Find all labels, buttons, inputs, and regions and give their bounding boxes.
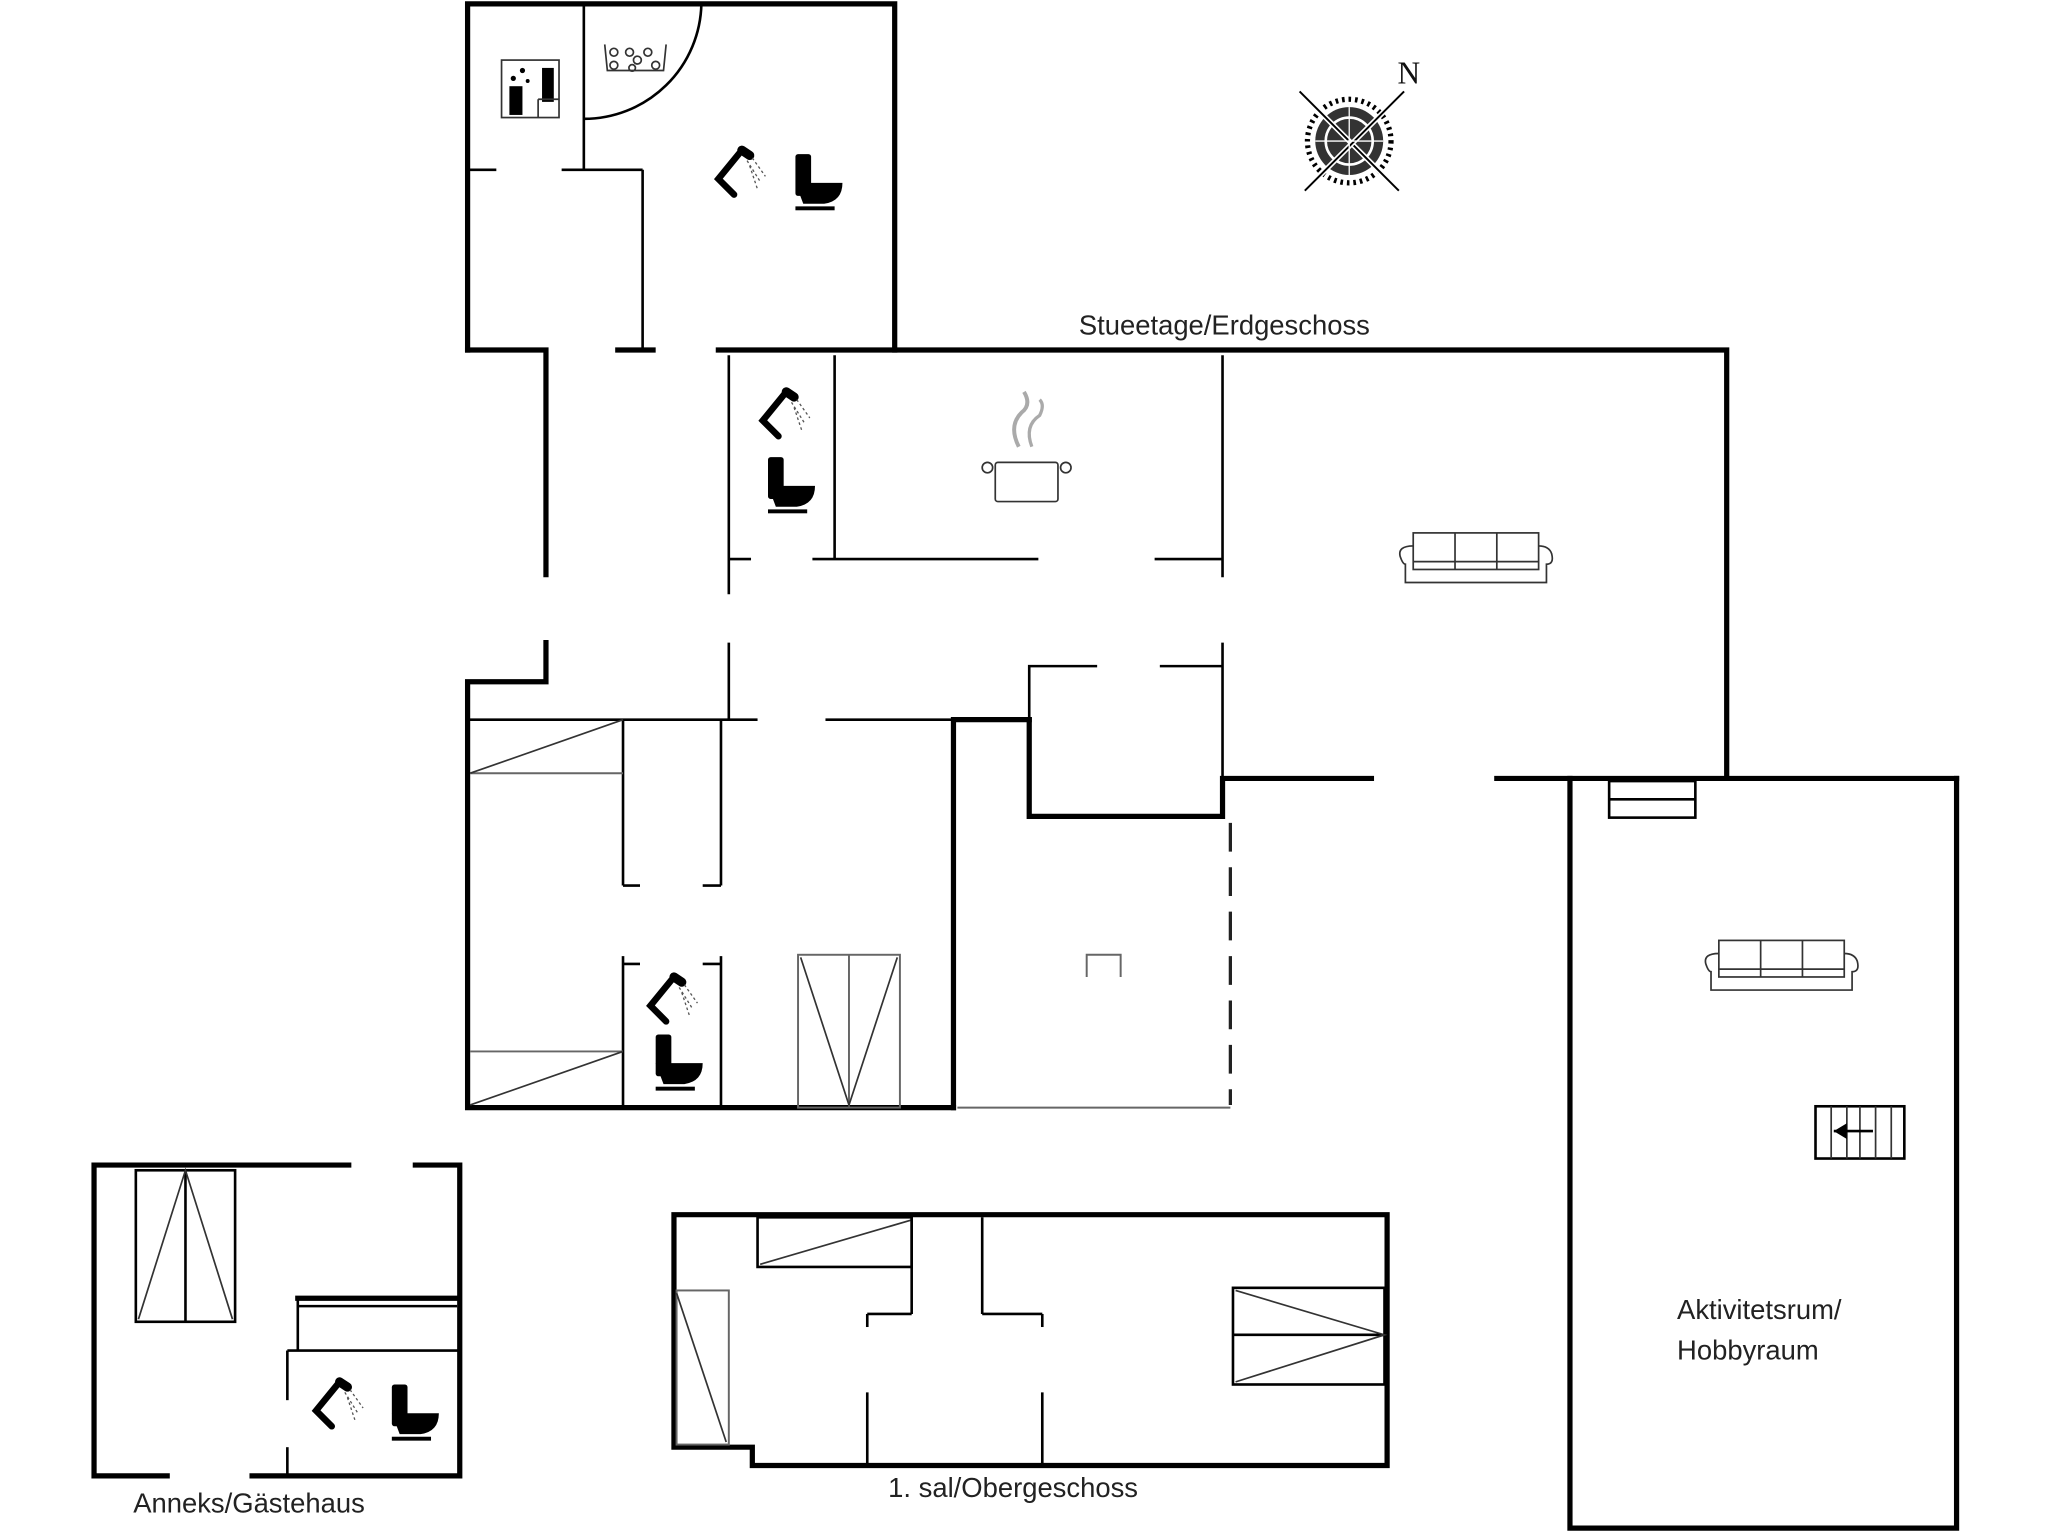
wardrobe-icon xyxy=(797,953,901,1109)
shower-icon xyxy=(763,392,810,436)
sauna-icon xyxy=(500,59,560,119)
shower-icon xyxy=(650,977,697,1021)
shower-icon xyxy=(718,150,765,194)
bed-icon xyxy=(469,718,624,775)
activity-room-label-line1: Aktivitetsrum/ xyxy=(1677,1294,1842,1325)
wardrobe-icon xyxy=(134,1167,237,1324)
activity-room: Aktivitetsrum/ Hobbyraum xyxy=(1567,775,1960,1531)
ground-floor-label: Stueetage/Erdgeschoss xyxy=(1079,309,1370,340)
sofa-icon xyxy=(1704,939,1859,991)
cooking-pot-icon xyxy=(981,390,1072,503)
bed-icon xyxy=(756,1216,913,1269)
toilet-icon xyxy=(391,1384,439,1441)
annex-label: Anneks/Gästehaus xyxy=(133,1487,365,1518)
toilet-icon xyxy=(795,154,843,211)
toilet-icon xyxy=(655,1034,703,1091)
activity-room-label-line2: Hobbyraum xyxy=(1677,1335,1819,1366)
shower-icon xyxy=(316,1382,363,1426)
bed-icon xyxy=(469,1050,624,1106)
whirlpool-icon xyxy=(603,44,667,73)
sofa-icon xyxy=(1398,532,1554,584)
first-floor-plan xyxy=(671,1212,1390,1469)
ground-floor-plan xyxy=(464,1,1960,1111)
compass-rose-icon xyxy=(1297,89,1406,193)
toilet-icon xyxy=(768,457,816,514)
first-floor-label: 1. sal/Obergeschoss xyxy=(888,1472,1138,1503)
north-label: N xyxy=(1398,56,1421,91)
bed-icon xyxy=(675,1289,730,1446)
staircase-icon xyxy=(1814,1104,1906,1160)
annex-plan xyxy=(91,1162,463,1479)
bed-icon xyxy=(295,1295,460,1351)
staircase-icon xyxy=(1607,779,1697,819)
bed-icon xyxy=(1231,1286,1388,1386)
